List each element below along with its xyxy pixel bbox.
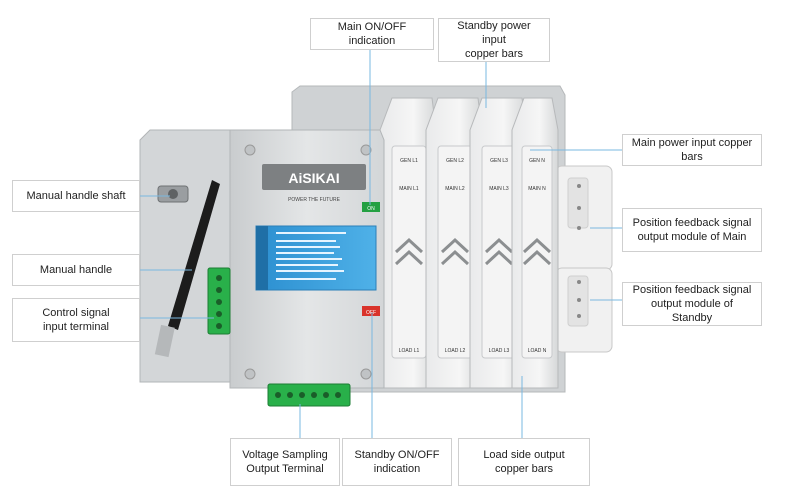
- module-label-top-2: GEN L2: [446, 158, 464, 164]
- label-manual-handle: Manual handle: [12, 254, 140, 286]
- standby-off-indicator: [362, 306, 380, 316]
- label-control-signal: Control signal input terminal: [12, 298, 140, 342]
- feedback-module-main: [555, 165, 613, 271]
- module-label-top-3: GEN L3: [490, 158, 508, 164]
- label-standby-input-bars: Standby power input copper bars: [438, 18, 550, 62]
- label-main-input-bars: Main power input copper bars: [622, 134, 762, 166]
- module-label-bottom-3: LOAD L3: [489, 348, 510, 354]
- voltage-sampling-terminal: [267, 383, 351, 407]
- callout-lines: [140, 48, 622, 438]
- pole-module-l1: [379, 97, 437, 389]
- module-label-top-4: GEN N: [529, 158, 545, 164]
- pole-module-l2: [425, 97, 483, 389]
- off-indicator-text: OFF: [366, 310, 376, 316]
- module-label-bottom-4: LOAD N: [528, 348, 547, 354]
- module-label-mid-1: MAIN L1: [399, 186, 419, 192]
- label-manual-handle-shaft: Manual handle shaft: [12, 180, 140, 212]
- manual-handle: [154, 180, 220, 358]
- module-label-bottom-1: LOAD L1: [399, 348, 420, 354]
- brand-tagline: POWER THE FUTURE: [288, 197, 341, 203]
- module-label-top-1: GEN L1: [400, 158, 418, 164]
- main-on-indicator: [362, 202, 380, 212]
- module-label-mid-3: MAIN L3: [489, 186, 509, 192]
- brand-logo: AiSIKAI: [288, 170, 339, 186]
- label-load-output-bars: Load side output copper bars: [458, 438, 590, 486]
- label-feedback-standby: Position feedback signal output module o…: [622, 282, 762, 326]
- label-standby-on-off: Standby ON/OFF indication: [342, 438, 452, 486]
- module-label-mid-4: MAIN N: [528, 186, 546, 192]
- label-voltage-sampling: Voltage Sampling Output Terminal: [230, 438, 340, 486]
- module-label-mid-2: MAIN L2: [445, 186, 465, 192]
- on-indicator-text: ON: [367, 206, 375, 212]
- label-main-on-off: Main ON/OFF indication: [310, 18, 434, 50]
- label-feedback-main: Position feedback signal output module o…: [622, 208, 762, 252]
- module-label-bottom-2: LOAD L2: [445, 348, 466, 354]
- control-terminal-block: [207, 267, 231, 335]
- pole-module-n: [511, 97, 559, 389]
- handle-shaft: [157, 185, 189, 203]
- feedback-module-standby: [555, 267, 613, 353]
- controller-body: [139, 129, 385, 389]
